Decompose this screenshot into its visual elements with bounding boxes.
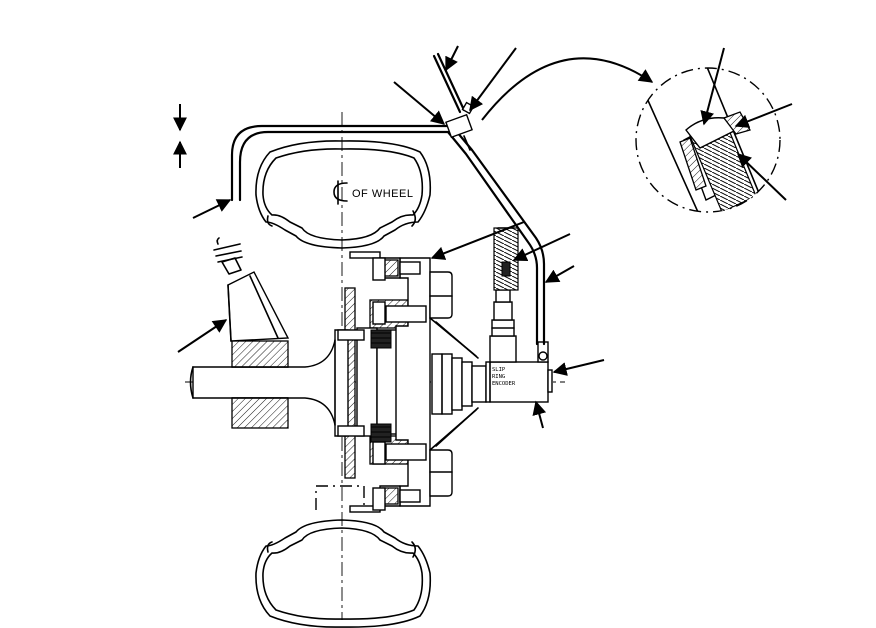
leader-spring [514, 234, 570, 260]
mast-tip [434, 54, 473, 113]
leader-mast [446, 46, 458, 70]
leader-encoder [536, 402, 543, 428]
leader-rod [193, 200, 230, 218]
leader-clamp [470, 48, 516, 110]
detail-view [636, 48, 792, 230]
leader-bracket [394, 82, 444, 124]
sensor-text-3: ENCODER [492, 381, 516, 387]
leader-strut [178, 320, 226, 352]
centerline-label: OF WHEEL [334, 181, 413, 204]
tire-lower [256, 520, 430, 627]
leader-cable [546, 266, 574, 282]
leader-connector [554, 360, 604, 372]
sensor-text-1: SLIP [492, 367, 506, 373]
detail-leader-2 [736, 104, 792, 126]
leader-detail [482, 58, 652, 120]
centerline-label-text: OF WHEEL [352, 188, 413, 200]
hub-cap [430, 318, 486, 450]
sensor-text-2: RING [492, 374, 505, 380]
strut [214, 238, 288, 341]
slip-ring-encoder: SLIP RING ENCODER [486, 290, 552, 402]
detail-leader-1 [704, 48, 724, 124]
